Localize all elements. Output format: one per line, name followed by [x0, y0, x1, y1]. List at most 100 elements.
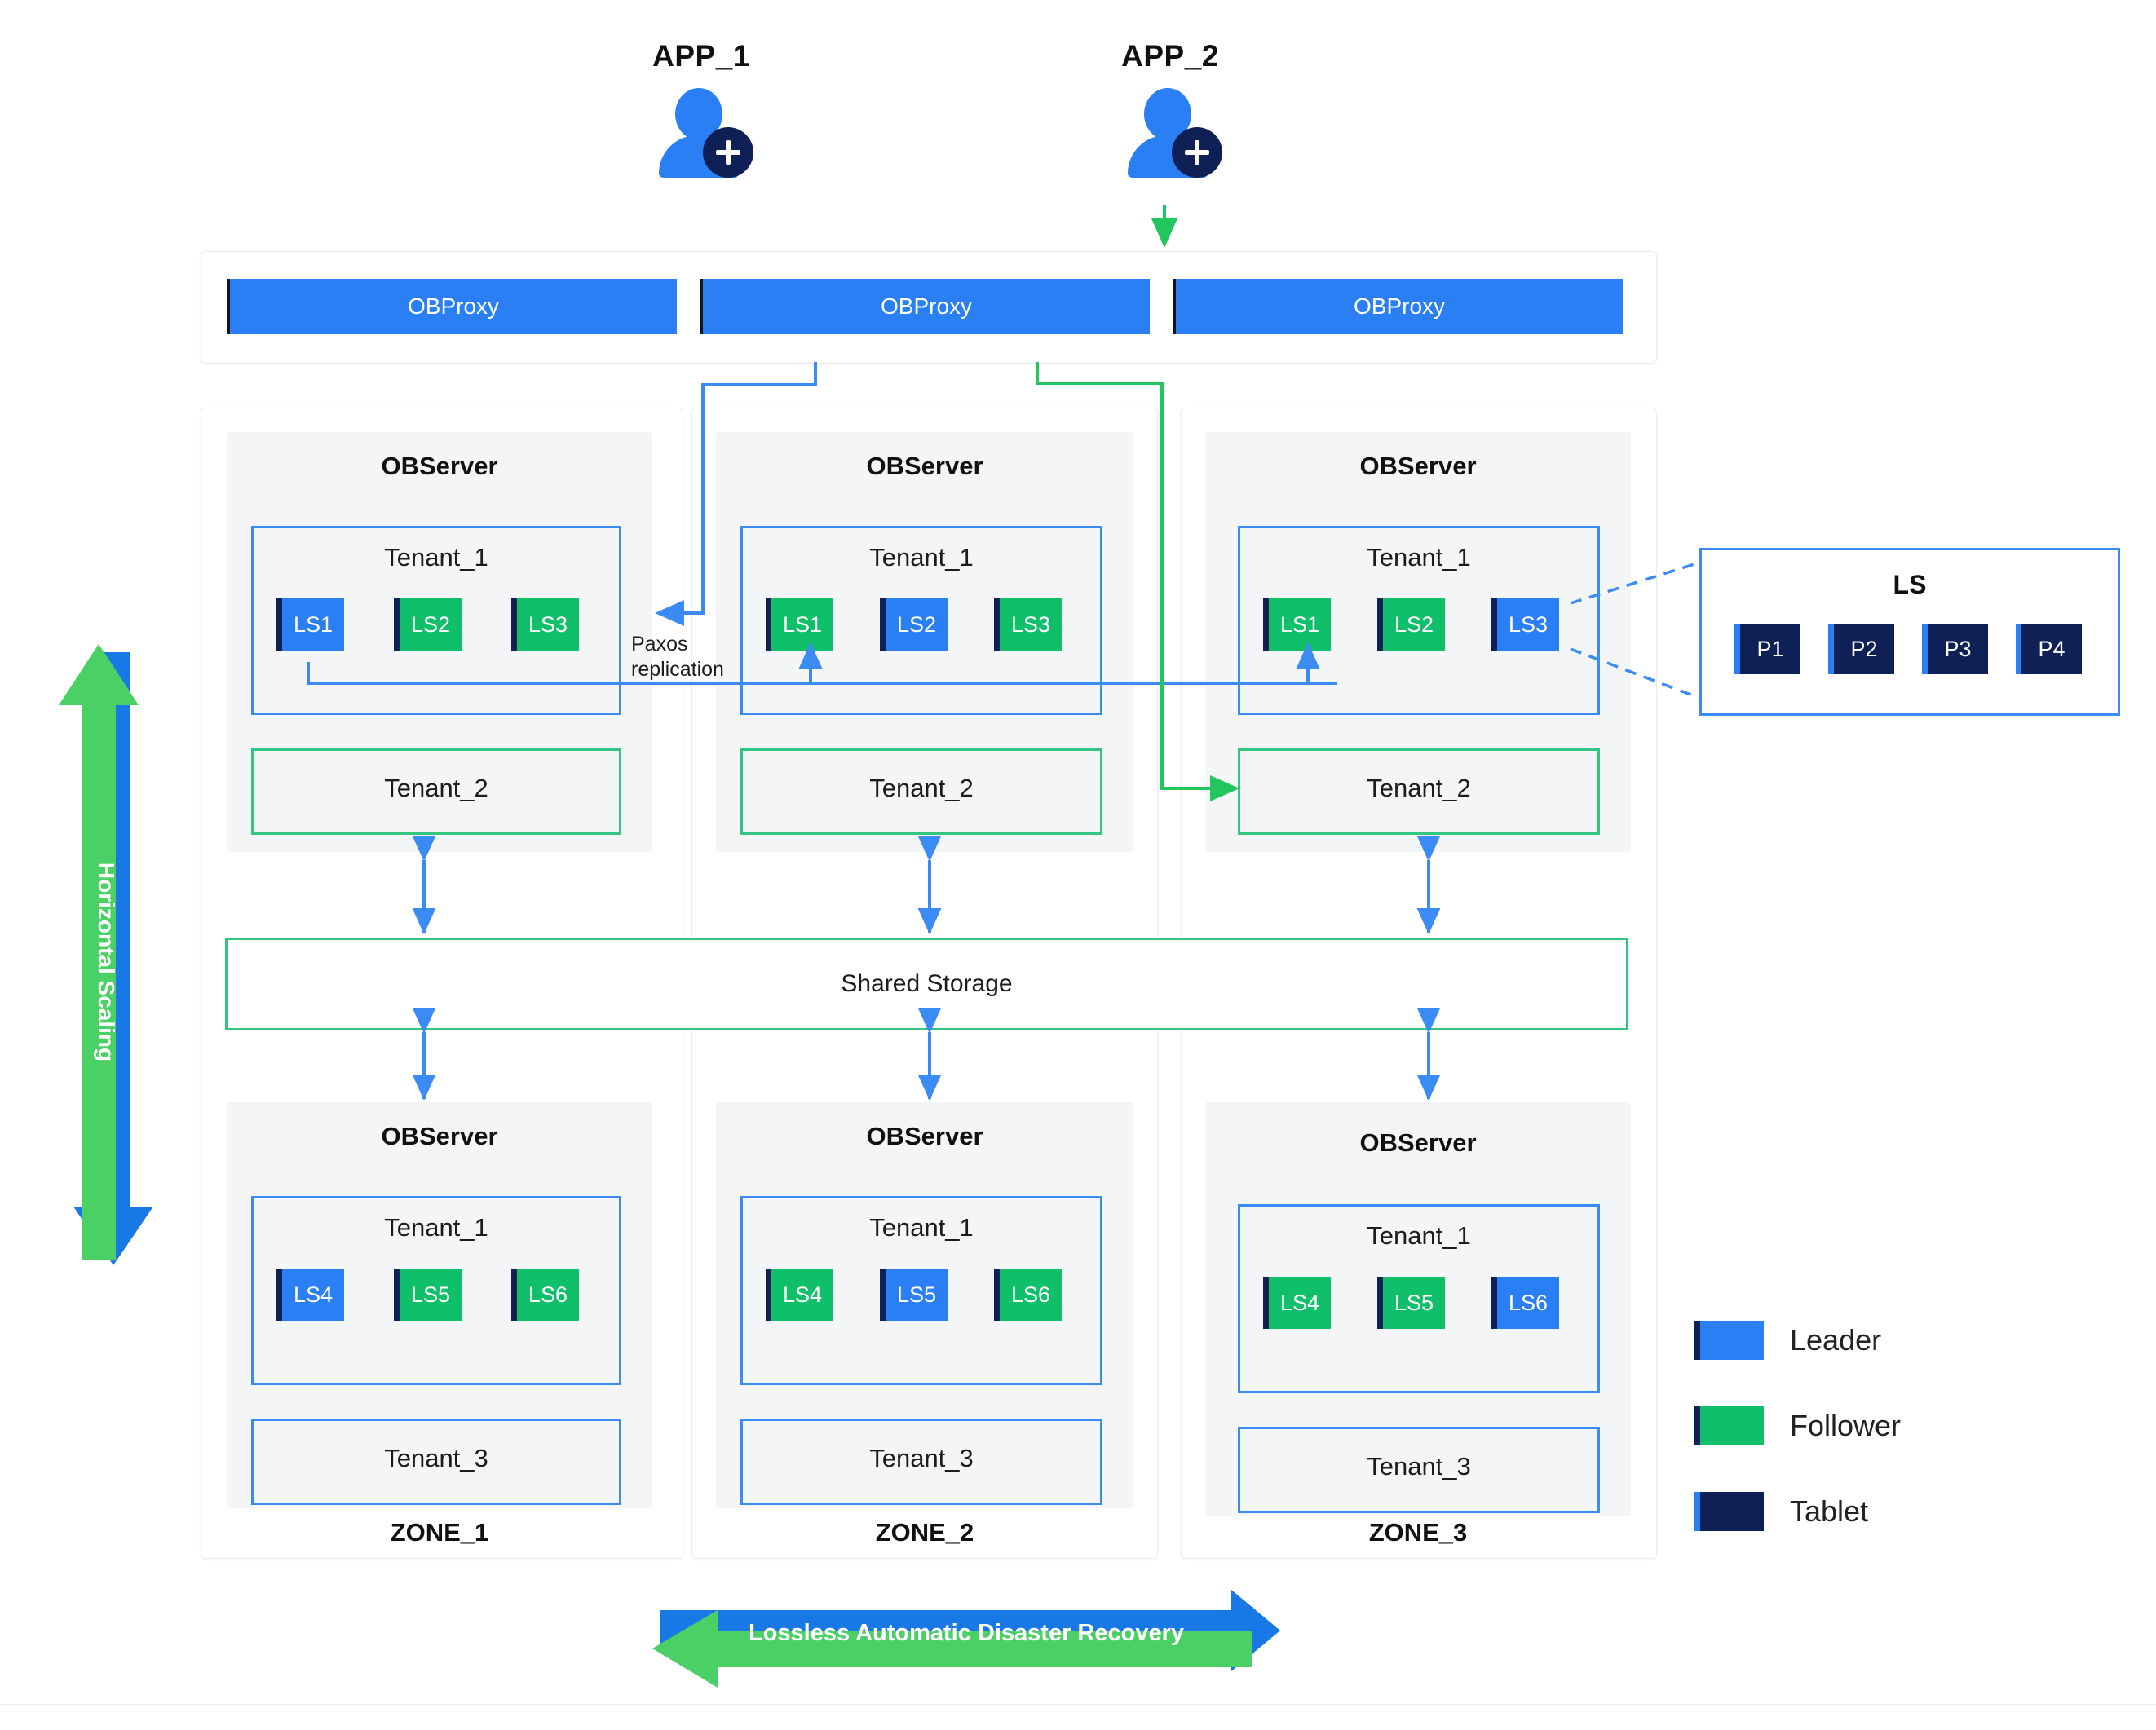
log-stream-ls2[interactable]: LS2 — [1377, 598, 1445, 651]
obproxy-3[interactable]: OBProxy — [1173, 279, 1623, 334]
observer-title: OBServer — [381, 452, 498, 480]
log-stream-ls2[interactable]: LS2 — [394, 598, 462, 651]
partition-p4[interactable]: P4 — [2016, 624, 2082, 674]
app-label: APP_1 — [652, 39, 750, 73]
log-stream-ls1[interactable]: LS1 — [276, 598, 344, 651]
log-stream-ls4[interactable]: LS4 — [276, 1269, 344, 1321]
log-stream-ls5[interactable]: LS5 — [394, 1269, 462, 1321]
ls-label: LS6 — [1010, 1282, 1051, 1307]
ls-label: LS4 — [1279, 1290, 1320, 1315]
plus-badge-icon — [703, 127, 753, 178]
ls-label: LS2 — [410, 611, 451, 637]
log-stream-ls6[interactable]: LS6 — [511, 1269, 579, 1321]
zone-3-bottom-tenant-1: Tenant_1 LS4 LS5 LS6 — [1238, 1204, 1600, 1393]
zone-1-observer-bottom: OBServer Tenant_1 LS4 LS5 LS6 Tenant_3 — [227, 1102, 652, 1508]
obproxy-label: OBProxy — [407, 293, 500, 319]
app-label: APP_2 — [1121, 39, 1219, 73]
zone-2-bottom-tenant-3: Tenant_3 — [740, 1419, 1102, 1505]
zone-3-observer-bottom: OBServer Tenant_1 LS4 LS5 LS6 Tenant_3 — [1205, 1102, 1631, 1516]
ls-label: LS5 — [410, 1282, 451, 1307]
log-stream-ls5[interactable]: LS5 — [880, 1269, 948, 1321]
zone-3-top-tenant-2: Tenant_2 — [1238, 748, 1600, 835]
observer-title: OBServer — [1359, 1128, 1477, 1157]
observer-title: OBServer — [381, 1122, 498, 1150]
recovery-arrow-label: Lossless Automatic Disaster Recovery — [749, 1620, 1184, 1646]
zone-1-bottom-tenant-3: Tenant_3 — [251, 1419, 621, 1505]
ls-detail-title: LS — [1893, 570, 1927, 599]
ls-label: LS3 — [528, 611, 568, 637]
user-add-icon — [1121, 88, 1222, 178]
log-stream-ls5[interactable]: LS5 — [1377, 1277, 1445, 1329]
tenant-label: Tenant_3 — [384, 1444, 488, 1472]
legend-item-leader: Leader — [1694, 1321, 1881, 1360]
ls-detail-panel: LS P1 P2 P3 P4 — [1699, 548, 2120, 716]
partition-label: P4 — [2038, 636, 2065, 661]
ls-label: LS2 — [1394, 611, 1434, 637]
legend-label: Follower — [1790, 1409, 1902, 1442]
tablet-swatch-icon — [1694, 1492, 1764, 1531]
ls-label: LS4 — [782, 1282, 823, 1307]
paxos-line-1: Paxos — [631, 633, 688, 655]
obproxy-2[interactable]: OBProxy — [700, 279, 1150, 334]
log-stream-ls6[interactable]: LS6 — [1491, 1277, 1559, 1329]
partition-label: P1 — [1756, 636, 1784, 661]
footer-divider — [0, 1704, 2156, 1705]
ls-label: LS2 — [896, 611, 937, 637]
log-stream-ls6[interactable]: LS6 — [994, 1269, 1062, 1321]
user-add-icon — [652, 88, 753, 178]
legend-label: Leader — [1790, 1323, 1882, 1357]
leader-swatch-icon — [1694, 1321, 1764, 1360]
obproxy-label: OBProxy — [880, 293, 973, 319]
zone-label-3: ZONE_3 — [1368, 1518, 1468, 1547]
observer-title: OBServer — [866, 452, 983, 480]
zone-label-1: ZONE_1 — [390, 1518, 489, 1547]
ls-label: LS3 — [1508, 611, 1549, 637]
obproxy-label: OBProxy — [1353, 293, 1446, 319]
zone-2-bottom-tenant-1: Tenant_1 LS4 LS5 LS6 — [740, 1196, 1102, 1385]
zone-1-top-tenant-2: Tenant_2 — [251, 748, 621, 835]
log-stream-ls3[interactable]: LS3 — [511, 598, 579, 651]
log-stream-ls3[interactable]: LS3 — [1491, 598, 1559, 651]
zone-1-bottom-tenant-1: Tenant_1 LS4 LS5 LS6 — [251, 1196, 621, 1385]
zone-2-observer-bottom: OBServer Tenant_1 LS4 LS5 LS6 Tenant_3 — [716, 1102, 1133, 1508]
paxos-line-2: replication — [631, 658, 724, 682]
shared-storage: Shared Storage — [225, 938, 1628, 1030]
zone-label-2: ZONE_2 — [875, 1518, 974, 1547]
tenant-label: Tenant_1 — [1367, 543, 1471, 572]
zone-2-top-tenant-2: Tenant_2 — [740, 748, 1102, 835]
zone-3-observer-top: OBServer Tenant_1 LS1 LS2 LS3 Tenant_2 — [1205, 432, 1631, 852]
observer-title: OBServer — [866, 1122, 983, 1150]
tenant-label: Tenant_2 — [869, 774, 974, 802]
app-actor-2: APP_2 — [1076, 39, 1264, 178]
log-stream-ls4[interactable]: LS4 — [766, 1269, 833, 1321]
log-stream-ls2[interactable]: LS2 — [880, 598, 948, 651]
ls-label: LS1 — [782, 611, 823, 637]
partition-p1[interactable]: P1 — [1734, 624, 1800, 674]
follower-swatch-icon — [1694, 1406, 1764, 1445]
zone-1-top-tenant-1: Tenant_1 LS1 LS2 LS3 — [251, 526, 621, 715]
ls-label: LS4 — [293, 1282, 334, 1307]
shared-storage-label: Shared Storage — [841, 970, 1013, 997]
log-stream-ls1[interactable]: LS1 — [766, 598, 833, 651]
ls-label: LS6 — [528, 1282, 568, 1307]
partition-p3[interactable]: P3 — [1922, 624, 1988, 674]
tenant-label: Tenant_1 — [869, 1213, 974, 1242]
log-stream-ls3[interactable]: LS3 — [994, 598, 1062, 651]
log-stream-ls4[interactable]: LS4 — [1263, 1277, 1331, 1329]
plus-badge-icon — [1172, 127, 1222, 178]
ls-label: LS5 — [896, 1282, 937, 1307]
scaling-arrow-label: Horizontal Scaling — [94, 863, 119, 1061]
tenant-label: Tenant_2 — [384, 774, 488, 802]
zone-2-observer-top: OBServer Tenant_1 LS1 LS2 LS3 Tenant_2 — [716, 432, 1133, 852]
tenant-label: Tenant_1 — [869, 543, 974, 572]
tenant-label: Tenant_1 — [384, 1213, 488, 1242]
partition-p2[interactable]: P2 — [1828, 624, 1894, 674]
zone-3-bottom-tenant-3: Tenant_3 — [1238, 1427, 1600, 1513]
ls-label: LS1 — [293, 611, 334, 637]
log-stream-ls1[interactable]: LS1 — [1263, 598, 1331, 651]
zone-1-observer-top: OBServer Tenant_1 LS1 LS2 LS3 Tenant_2 — [227, 432, 652, 852]
obproxy-1[interactable]: OBProxy — [227, 279, 677, 334]
paxos-replication-label: Paxos replication — [631, 632, 724, 683]
tenant-label: Tenant_1 — [384, 543, 488, 572]
